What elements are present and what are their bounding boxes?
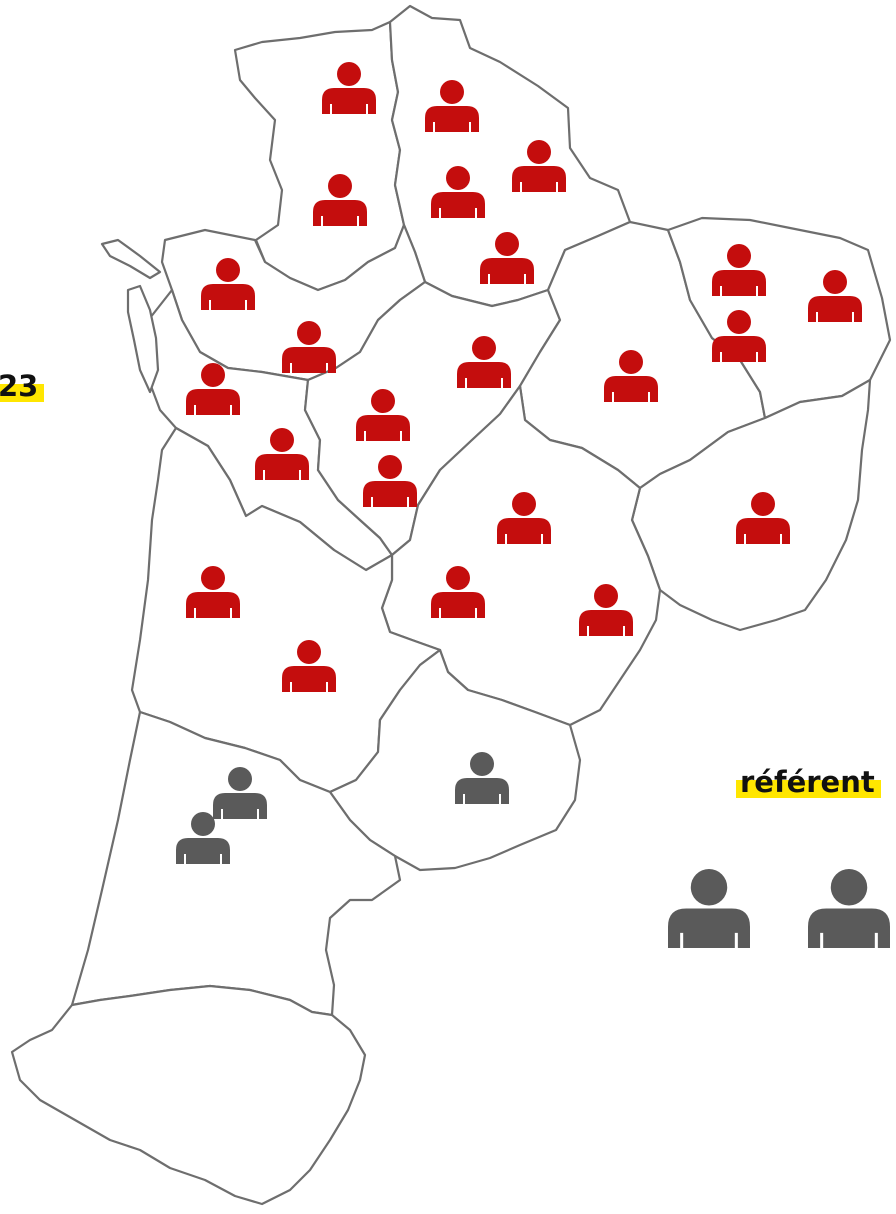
year-label: 23 (0, 369, 45, 405)
referents-label: référent (736, 765, 881, 801)
dept-lot-et-garonne[interactable] (328, 648, 582, 872)
legend-person-icon (668, 869, 750, 948)
dept-pyrenees-atlantiques[interactable] (10, 984, 367, 1206)
dept-correze[interactable] (630, 378, 872, 632)
island-oleron (126, 284, 160, 394)
dept-landes[interactable] (70, 710, 402, 1017)
legend-person-icon (808, 869, 890, 948)
island-re (100, 238, 162, 280)
